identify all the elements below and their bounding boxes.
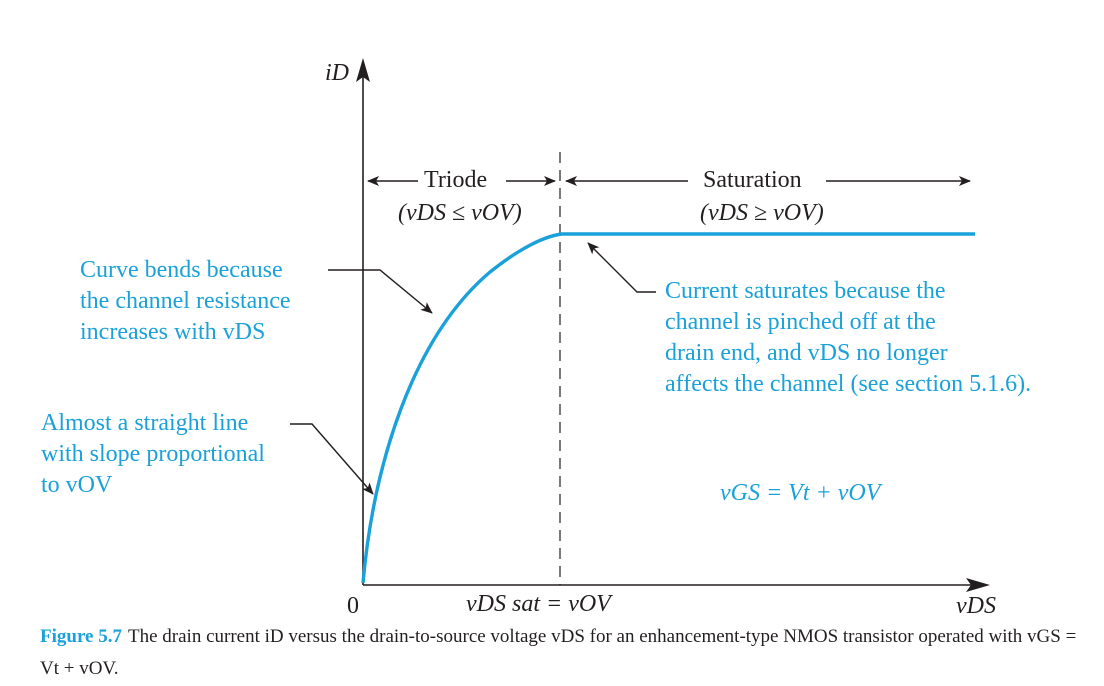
saturation-condition: (vDS ≥ vOV): [700, 200, 824, 226]
vgs-condition-equation: vGS = Vt + vOV: [720, 480, 881, 506]
straight-line-leader: [290, 423, 374, 495]
saturation-region-label: Saturation: [703, 167, 802, 193]
triode-condition: (vDS ≤ vOV): [398, 200, 522, 226]
id-curve: [361, 232, 975, 584]
y-axis-label: iD: [325, 60, 349, 86]
triode-region-label: Triode: [424, 167, 488, 193]
origin-label: 0: [347, 593, 359, 619]
caption-text: The drain current iD versus the drain-to…: [40, 626, 1077, 679]
saturates-annotation: Current saturates because the channel is…: [665, 278, 1032, 397]
y-axis-arrowhead: [356, 58, 370, 82]
id-vds-characteristic-diagram: [290, 58, 990, 592]
saturates-leader: [587, 242, 656, 293]
x-tick-label: vDS sat = vOV: [466, 591, 611, 617]
figure-number: Figure 5.7: [40, 626, 122, 647]
curve-bends-leader: [328, 269, 433, 314]
x-axis-arrowhead: [966, 578, 990, 592]
straight-line-annotation: Almost a straight line with slope propor…: [41, 410, 265, 498]
curve-bends-annotation: Curve bends because the channel resistan…: [80, 257, 291, 345]
x-axis-label: vDS: [956, 593, 996, 619]
